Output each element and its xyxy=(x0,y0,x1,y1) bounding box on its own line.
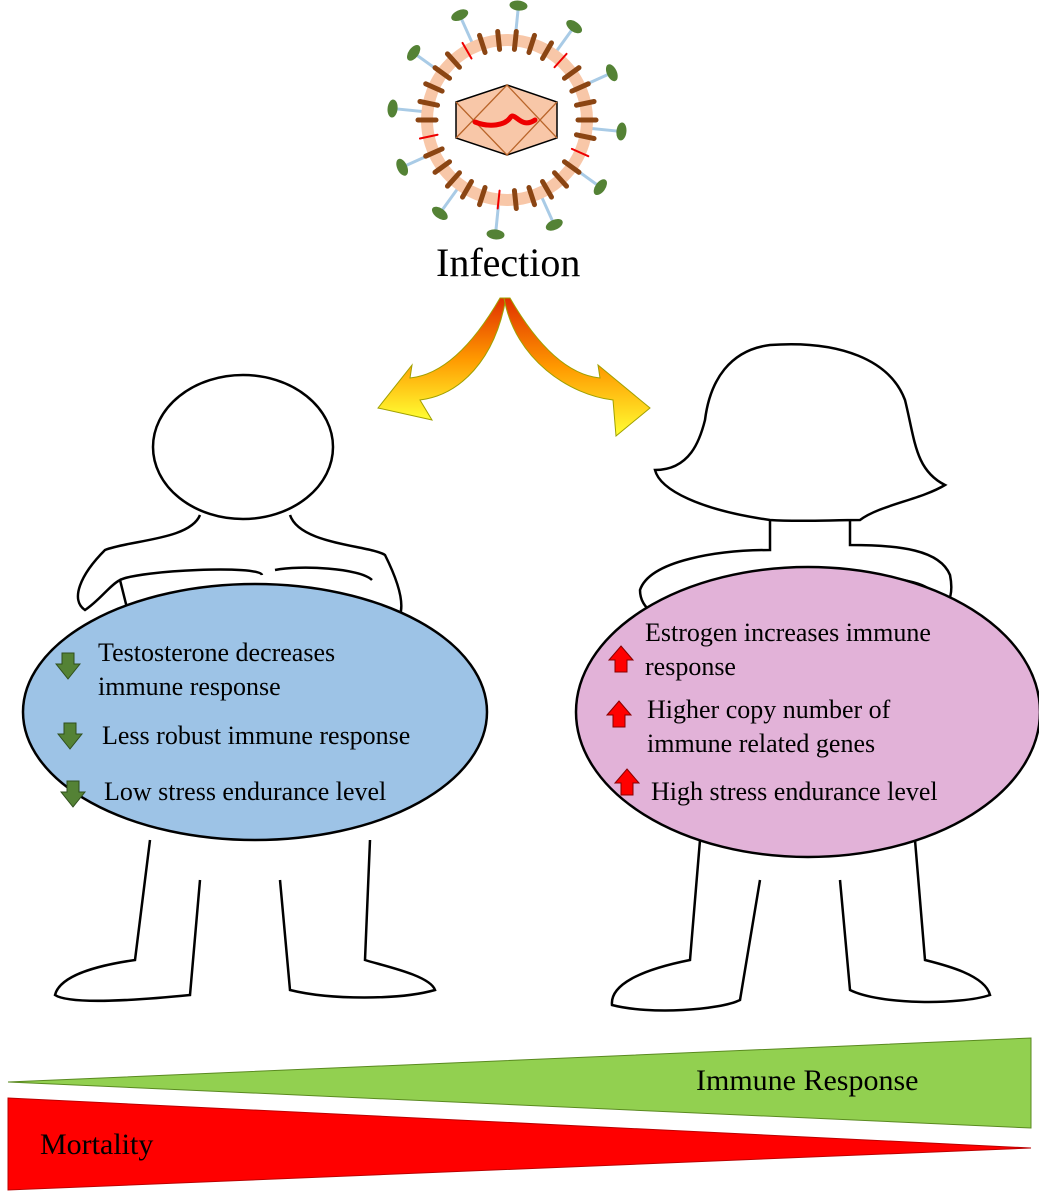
membrane-protein xyxy=(573,132,597,142)
membrane-protein xyxy=(496,189,501,210)
virus-spike-head xyxy=(431,206,448,220)
virus-spike-head xyxy=(387,99,398,118)
female-item-3: High stress endurance level xyxy=(651,777,938,806)
membrane-protein xyxy=(495,28,503,52)
virus-spike-head xyxy=(545,218,563,231)
membrane-protein xyxy=(418,133,439,140)
male-oval xyxy=(21,582,489,842)
virus-spike-head xyxy=(486,229,505,240)
membrane-protein xyxy=(553,52,568,69)
immune-response-bar xyxy=(7,1037,1032,1129)
male-item-2: Less robust immune response xyxy=(102,721,411,750)
virus-spike-head xyxy=(407,44,421,61)
membrane-protein xyxy=(573,98,597,108)
virus-spike-head xyxy=(396,158,409,176)
membrane-protein xyxy=(526,32,538,55)
membrane-protein xyxy=(423,146,445,159)
arrow-to-male xyxy=(377,297,507,421)
membrane-protein xyxy=(432,65,453,81)
immune-response-label: Immune Response xyxy=(696,1064,919,1097)
membrane-protein xyxy=(476,185,488,208)
mortality-label: Mortality xyxy=(40,1128,154,1161)
membrane-protein xyxy=(511,188,519,212)
down-arrow-icon xyxy=(57,722,83,750)
virus-spike-head xyxy=(616,122,627,141)
virus-icon xyxy=(387,0,627,240)
membrane-protein xyxy=(570,147,590,158)
membrane-protein xyxy=(461,41,473,60)
membrane-protein xyxy=(569,81,591,94)
virus-spike-head xyxy=(566,20,583,34)
membrane-protein xyxy=(444,51,462,70)
virus-spike-head xyxy=(509,0,528,11)
male-figure xyxy=(53,373,437,1003)
infection-label: Infection xyxy=(436,240,581,285)
membrane-protein xyxy=(561,159,582,175)
membrane-protein xyxy=(417,98,441,108)
up-arrow-icon xyxy=(606,700,632,728)
up-arrow-icon xyxy=(608,645,634,673)
virus-spike-head xyxy=(593,179,607,196)
membrane-protein xyxy=(552,170,570,189)
down-arrow-icon xyxy=(55,652,81,680)
male-item-3: Low stress endurance level xyxy=(104,777,387,806)
membrane-protein xyxy=(460,178,474,200)
virus-spike-head xyxy=(451,9,469,22)
membrane-protein xyxy=(432,159,453,175)
membrane-protein xyxy=(561,65,582,81)
membrane-protein xyxy=(526,185,538,208)
virus-spike-head xyxy=(605,64,618,82)
membrane-protein xyxy=(423,81,445,94)
down-arrow-icon xyxy=(60,780,86,808)
up-arrow-icon xyxy=(614,768,640,796)
membrane-protein xyxy=(540,178,554,200)
membrane-protein xyxy=(476,32,488,55)
mortality-bar xyxy=(7,1097,1032,1191)
arrow-to-female xyxy=(503,297,651,437)
membrane-protein xyxy=(444,170,462,189)
membrane-protein xyxy=(511,28,519,52)
female-oval xyxy=(574,565,1039,859)
membrane-protein xyxy=(540,40,554,62)
